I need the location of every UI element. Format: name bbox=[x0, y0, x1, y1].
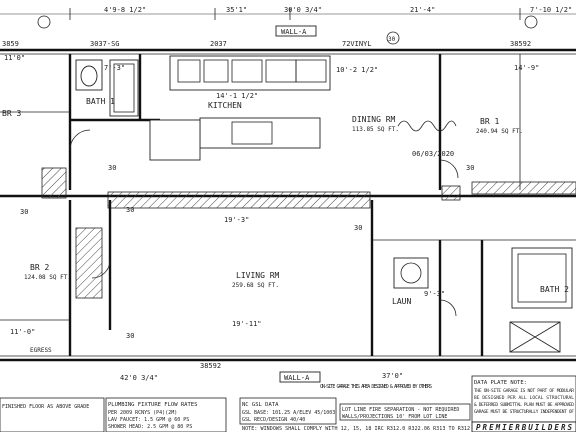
num-6: 30 bbox=[354, 224, 362, 232]
glass-line-1: GSL BASE: 101.25 A/ELEV 45/1003 bbox=[242, 410, 335, 416]
closet-hatch bbox=[75, 227, 103, 299]
flow-line-3: SHOWER HEAD: 2.5 GPM @ 80 PS bbox=[108, 424, 192, 430]
windows-note: NOTE: WINDOWS SHALL COMPLY WITH 12, 15, … bbox=[242, 426, 470, 432]
br1-label: BR 1 bbox=[480, 117, 499, 126]
glass-title: NC GSL DATA bbox=[242, 402, 279, 408]
laun-label: LAUN bbox=[392, 297, 411, 306]
dining-area: 113.85 SQ FT. bbox=[352, 126, 399, 133]
door-swing-3 bbox=[91, 259, 111, 279]
bath2-tub bbox=[511, 247, 573, 309]
rev-bubble-top-label: 30 bbox=[388, 36, 396, 43]
rev-bubble-left bbox=[37, 15, 51, 29]
dim-laun: 9'-3" bbox=[424, 290, 445, 298]
washer bbox=[393, 257, 429, 289]
door-swing-2 bbox=[439, 159, 459, 179]
bath1-label: BATH 1 bbox=[86, 97, 115, 106]
flow-line-1: PER 2009 RCNYS (P4)(2M) bbox=[108, 410, 177, 416]
data-plate-1: THE ON-SITE GARAGE IS NOT PART OF MODULA… bbox=[474, 388, 574, 394]
code-3859: 3859 bbox=[2, 40, 19, 48]
dim-top-1: 4'9-8 1/2" bbox=[104, 6, 146, 14]
signature-scribble bbox=[397, 120, 457, 132]
beam-hatch-left bbox=[41, 167, 67, 199]
egress-label: EGRESS bbox=[30, 347, 52, 354]
dim-bottom-2: 37'0" bbox=[382, 372, 403, 380]
data-plate-4: GARAGE MUST BE STRUCTURALLY INDEPENDENT … bbox=[474, 409, 574, 415]
code-38592-bottom: 38592 bbox=[200, 362, 221, 370]
washer-drum bbox=[400, 262, 422, 284]
num-1: 30 bbox=[108, 164, 116, 172]
bath2-label: BATH 2 bbox=[540, 285, 569, 294]
dim-top-2: 35'1" bbox=[226, 6, 247, 14]
code-3037sg: 3037-SG bbox=[90, 40, 120, 48]
rev-bubble-right bbox=[524, 15, 538, 29]
company-box bbox=[471, 421, 576, 432]
dim-left-1: 11'0" bbox=[4, 54, 25, 62]
dim-bath1: 7'-3" bbox=[104, 64, 125, 72]
living-area: 259.68 SQ FT. bbox=[232, 282, 279, 289]
num-2: 30 bbox=[126, 206, 134, 214]
floor-note-box bbox=[0, 397, 105, 432]
wall-a-top-tag bbox=[275, 25, 317, 37]
data-plate-2: BE DESIGNED PER ALL LOCAL STRUCTURAL bbox=[474, 395, 574, 401]
wall-a-top-label: WALL-A bbox=[281, 28, 307, 36]
dim-br1: 14'-9" bbox=[514, 64, 539, 72]
bath2-shower-x2 bbox=[509, 321, 561, 353]
glass-line-2: GSL RECD/DESIGN 40/40 bbox=[242, 417, 305, 423]
beam-hatch-right2 bbox=[471, 181, 576, 195]
dining-label: DINING RM bbox=[352, 115, 396, 124]
sep-note: LOT LINE FIRE SEPARATION - NOT REQUIRED bbox=[342, 407, 459, 413]
num-3: 30 bbox=[466, 164, 474, 172]
dim-mid-1: 19'-3" bbox=[224, 216, 249, 224]
wall-a-bottom-tag bbox=[279, 371, 321, 383]
wall-a-bottom-label: WALL-A bbox=[284, 374, 310, 382]
plan-date: 06/03/2020 bbox=[412, 150, 454, 158]
interior-walls-lower bbox=[0, 200, 576, 356]
flow-line-2: LAV FAUCET: 1.5 GPM @ 60 PS bbox=[108, 417, 189, 423]
interior-walls-upper bbox=[0, 54, 521, 190]
living-label: LIVING RM bbox=[236, 271, 280, 280]
data-plate-3: & DEFERRED SUBMITTAL PLAN MUST BE APPROV… bbox=[474, 402, 574, 408]
bath1-fixtures bbox=[75, 59, 139, 117]
code-2037: 2037 bbox=[210, 40, 227, 48]
door-swing-1 bbox=[69, 129, 91, 151]
beam-hatch-right bbox=[441, 185, 461, 201]
flow-box bbox=[105, 397, 227, 432]
sep-box bbox=[339, 403, 471, 421]
num-5: 30 bbox=[126, 332, 134, 340]
dim-top-4: 21'-4" bbox=[410, 6, 435, 14]
dim-left-2: 11'-0" bbox=[10, 328, 35, 336]
br3-label: BR 3 bbox=[2, 109, 21, 118]
top-ticks bbox=[69, 8, 521, 20]
beam-hatch-center bbox=[107, 191, 371, 209]
dim-top-3: 30'0 3/4" bbox=[284, 6, 322, 14]
br1-area: 240.94 SQ FT. bbox=[476, 128, 523, 135]
br2-label: BR 2 bbox=[30, 263, 49, 272]
code-38592-top: 38592 bbox=[510, 40, 531, 48]
floor-note: FINISHED FLOOR AS ABOVE GRADE bbox=[2, 404, 89, 410]
flow-title: PLUMBING FIXTURE FLOW RATES bbox=[108, 402, 197, 408]
glass-box bbox=[239, 397, 337, 425]
garage-note: ON-SITE GARAGE THIS AREA DESIGNED & APPR… bbox=[320, 384, 432, 390]
bath2-tub-inner bbox=[517, 253, 567, 303]
kitchen-label: KITCHEN bbox=[208, 101, 242, 110]
vinyl-label: 72VINYL bbox=[342, 40, 372, 48]
dim-kitchen: 14'-1 1/2" bbox=[216, 92, 258, 100]
dim-top-5: 7'-10 1/2" bbox=[530, 6, 572, 14]
data-plate-title: DATA PLATE NOTE: bbox=[474, 380, 527, 386]
dim-bottom-1: 42'0 3/4" bbox=[120, 374, 158, 382]
sep-note-2: WALLS/PROJECTIONS 10' FROM LOT LINE bbox=[342, 414, 447, 420]
num-4: 30 bbox=[20, 208, 28, 216]
door-swing-4 bbox=[439, 299, 457, 317]
dim-kitchen-right: 10'-2 1/2" bbox=[336, 66, 378, 74]
company-name: PREMIERBUILDERS bbox=[476, 423, 572, 432]
dim-living: 19'-11" bbox=[232, 320, 262, 328]
rev-bubble-top bbox=[386, 31, 400, 45]
kitchen-cabinets bbox=[149, 55, 331, 161]
br2-area: 124.08 SQ FT. bbox=[24, 274, 71, 281]
